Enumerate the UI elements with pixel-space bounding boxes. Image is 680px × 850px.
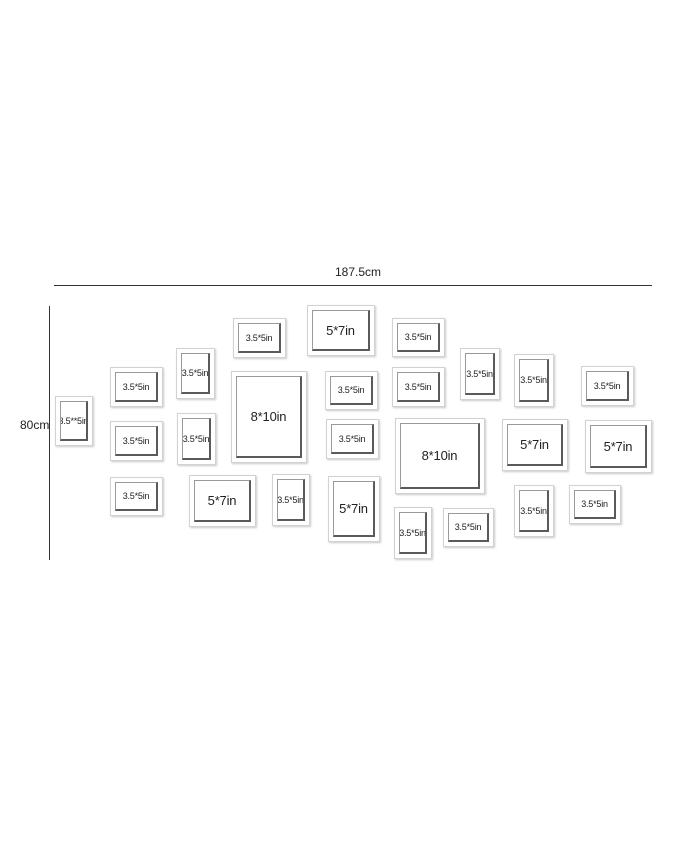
frame-mat: 5*7in (312, 310, 370, 351)
frame-mat: 3.5*5in (519, 490, 549, 532)
photo-frame: 8*10in (231, 371, 307, 463)
frame-mat: 8*10in (400, 423, 480, 489)
photo-frame: 3.5*5in (514, 485, 554, 537)
height-dimension-label: 80cm (20, 418, 50, 432)
frame-mat: 5*7in (194, 480, 251, 522)
frame-mat: 3.5*5in (181, 353, 210, 394)
frame-size-label: 3.5*5in (245, 332, 273, 343)
frame-size-label: 3.5*5in (337, 385, 365, 395)
frame-mat: 8*10in (236, 376, 302, 458)
photo-frame: 3.5*5in (460, 348, 500, 400)
photo-frame: 5*7in (502, 419, 568, 471)
height-dimension-line (49, 306, 50, 560)
frame-size-label: 5*7in (520, 437, 549, 452)
frame-mat: 3.5*5in (399, 512, 427, 554)
frame-size-label: 8*10in (250, 409, 287, 424)
photo-frame: 5*7in (189, 475, 256, 527)
photo-frame: 3.5*5in (514, 354, 554, 407)
photo-frame: 3.5*5in (581, 366, 634, 406)
frame-size-label: 5*7in (326, 322, 355, 338)
frame-size-label: 3.5*5in (399, 527, 426, 538)
photo-frame: 5*7in (307, 305, 375, 356)
frame-mat: 3.5*5in (330, 376, 373, 405)
frame-mat: 3.5*5in (182, 418, 211, 460)
frame-size-label: 3.5*5in (122, 381, 150, 392)
frame-size-label: 3.5*5in (338, 433, 366, 444)
photo-frame: 3.5*5in (394, 507, 432, 559)
photo-frame: 3.5*5in (233, 318, 286, 358)
frame-size-label: 3.5*5in (404, 381, 432, 392)
frame-mat: 3.5*5in (586, 371, 629, 401)
width-dimension-label: 187.5cm (334, 265, 382, 279)
frame-size-label: 3.5*5in (181, 368, 209, 378)
frame-mat: 3.5*5in (277, 479, 305, 521)
photo-frame: 3.5*5in (392, 318, 445, 357)
photo-frame: 3.5*5in (326, 419, 379, 459)
frame-mat: 3.5*5in (397, 323, 440, 352)
photo-frame: 5*7in (585, 420, 652, 473)
frame-size-label: 3.5*5in (520, 505, 547, 516)
frame-mat: 5*7in (590, 425, 647, 468)
frame-size-label: 3.5*5in (466, 368, 493, 379)
photo-frame: 8*10in (395, 418, 485, 494)
photo-frame: 3.5*5in (110, 367, 163, 407)
frame-size-label: 5*7in (339, 501, 368, 516)
photo-frame: 3.5*5in (569, 485, 621, 524)
frame-size-label: 3.5*5in (122, 491, 150, 501)
photo-frame: 3.5*5in (110, 421, 163, 461)
frame-mat: 3.5*5in (574, 490, 616, 519)
frame-size-label: 3.5*5in (520, 375, 547, 385)
frame-size-label: 3.5**5in (60, 415, 88, 426)
frame-size-label: 3.5*5in (277, 494, 304, 505)
frame-mat: 3.5*5in (465, 353, 495, 395)
frame-size-label: 3.5*5in (122, 435, 150, 446)
photo-frame: 5*7in (328, 476, 380, 542)
frame-mat: 3.5*5in (115, 482, 158, 511)
frame-size-label: 3.5*5in (593, 380, 621, 391)
frame-mat: 3.5*5in (115, 426, 158, 456)
photo-frame: 3.5*5in (325, 371, 378, 410)
photo-frame: 3.5*5in (392, 367, 445, 407)
frame-mat: 3.5*5in (115, 372, 158, 402)
frame-mat: 3.5*5in (448, 513, 489, 542)
photo-frame: 3.5*5in (176, 348, 215, 399)
photo-frame: 3.5*5in (272, 474, 310, 526)
frame-mat: 3.5**5in (60, 401, 88, 441)
frame-mat: 3.5*5in (397, 372, 440, 402)
frame-size-label: 3.5*5in (454, 522, 482, 532)
frame-mat: 3.5*5in (238, 323, 281, 353)
photo-frame: 3.5**5in (55, 396, 93, 446)
frame-mat: 5*7in (333, 481, 375, 537)
frame-size-label: 8*10in (421, 448, 458, 463)
frame-size-label: 5*7in (603, 438, 633, 454)
frame-size-label: 5*7in (207, 493, 237, 508)
photo-frame: 3.5*5in (110, 477, 163, 516)
photo-frame: 3.5*5in (443, 508, 494, 547)
frame-mat: 5*7in (507, 424, 563, 466)
frame-size-label: 3.5*5in (182, 433, 210, 444)
frame-mat: 3.5*5in (331, 424, 374, 454)
width-dimension-line (54, 285, 652, 286)
photo-frame: 3.5*5in (177, 413, 216, 465)
frame-mat: 3.5*5in (519, 359, 549, 402)
frame-size-label: 3.5*5in (404, 332, 432, 342)
frame-size-label: 3.5*5in (581, 499, 608, 509)
